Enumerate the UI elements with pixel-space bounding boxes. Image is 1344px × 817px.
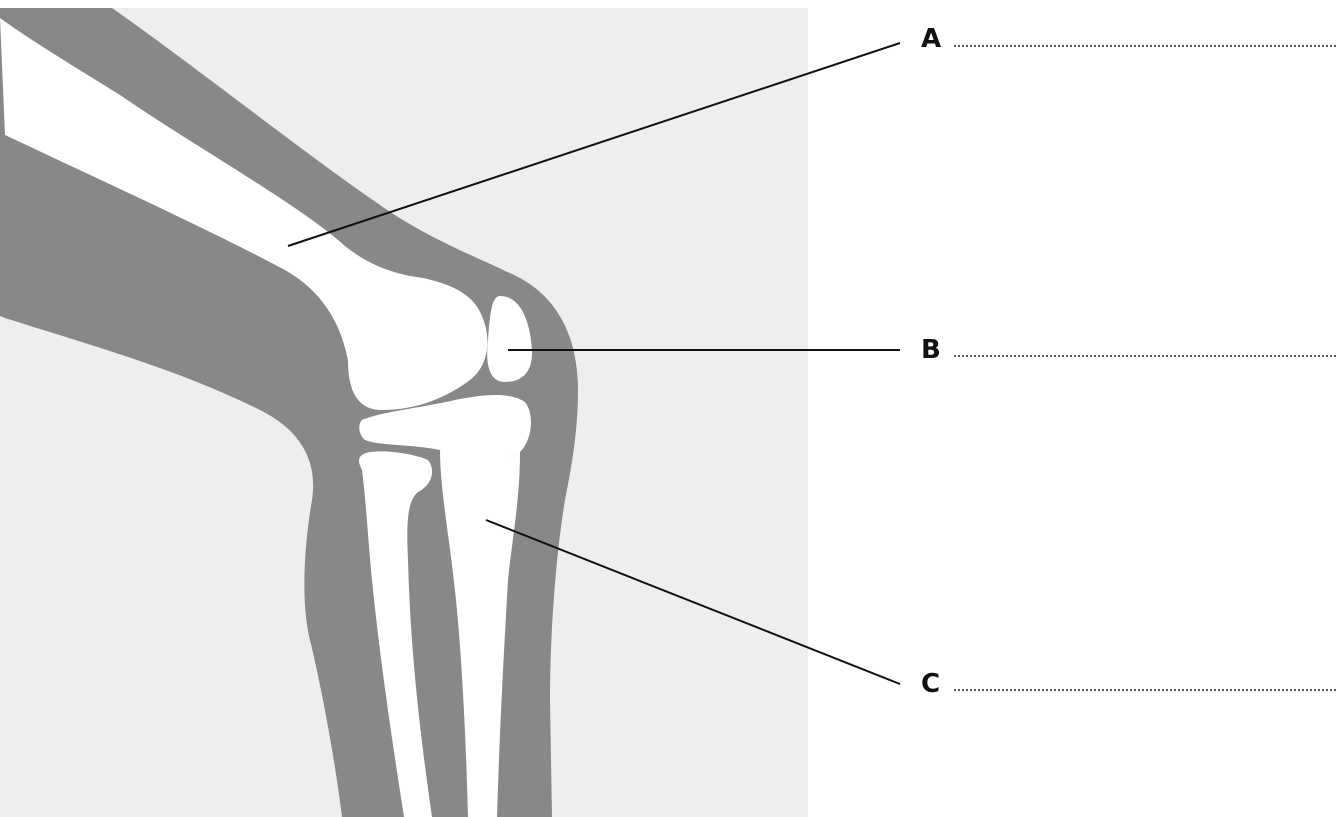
answer-line-b[interactable]: [954, 355, 1336, 357]
label-a: A: [921, 26, 941, 52]
answer-line-c[interactable]: [954, 689, 1336, 691]
label-c: C: [921, 671, 940, 697]
answer-line-a[interactable]: [954, 45, 1336, 47]
label-b: B: [921, 337, 941, 363]
